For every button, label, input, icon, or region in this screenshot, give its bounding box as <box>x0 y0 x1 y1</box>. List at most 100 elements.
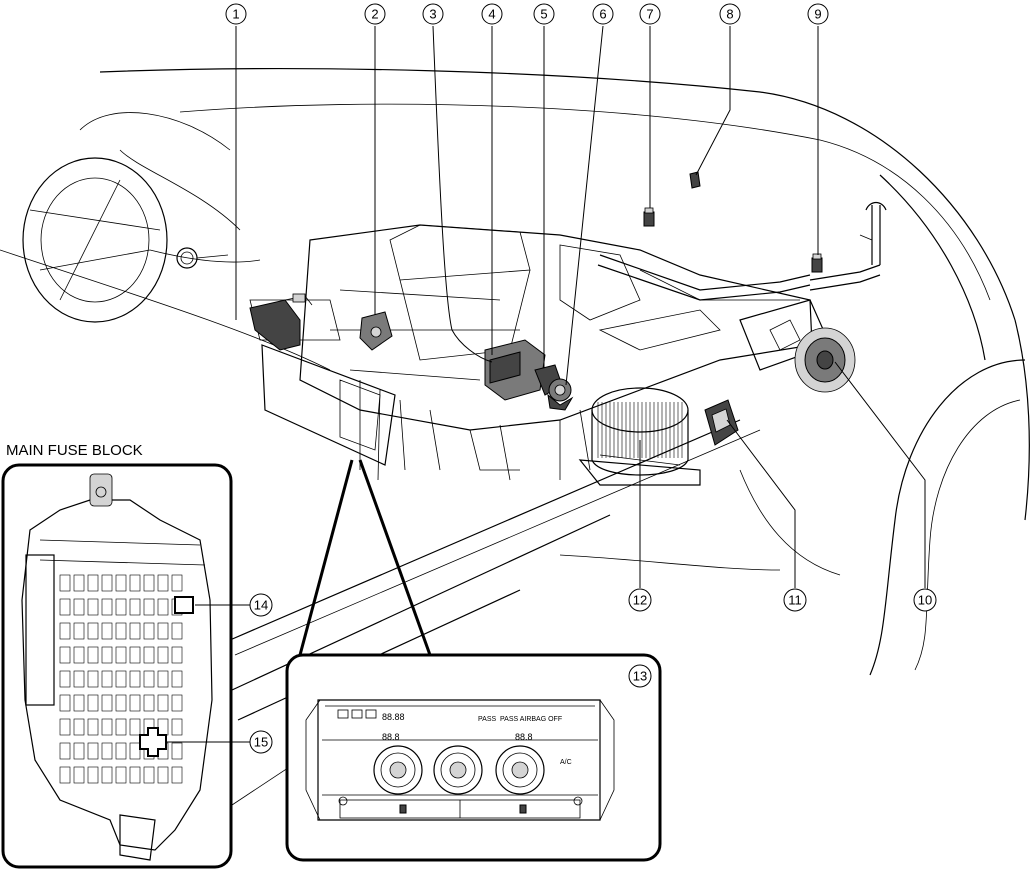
fuse-slot <box>73 694 85 712</box>
fuse-slot <box>101 574 113 592</box>
callout-7-label: 7 <box>646 7 653 22</box>
fuse-slot <box>115 694 127 712</box>
fuse-slot <box>101 646 113 664</box>
fuse-slot <box>73 574 85 592</box>
temp-knob-right <box>495 745 545 795</box>
fuse-slot <box>171 622 183 640</box>
fuse-slot <box>87 598 99 616</box>
fuse-slot <box>129 670 141 688</box>
fuse-slot <box>129 766 141 784</box>
component-2-air-mix-actuator <box>359 311 393 351</box>
callout-15-label: 15 <box>254 735 268 750</box>
fuse-slot <box>101 742 113 760</box>
callout-12-label: 12 <box>633 593 647 608</box>
callout-13-label: 13 <box>633 669 647 684</box>
fuse-slot <box>157 766 169 784</box>
steering-wheel <box>22 112 261 323</box>
fuse-slot <box>143 766 155 784</box>
callout-6: 6 <box>592 3 614 25</box>
fuse-slot <box>143 598 155 616</box>
fuse-slot <box>115 574 127 592</box>
fuse-slot <box>143 694 155 712</box>
fuse-slot <box>115 598 127 616</box>
relay-15 <box>139 727 167 757</box>
fuse-slot <box>87 766 99 784</box>
callout-11-label: 11 <box>788 593 802 608</box>
component-3-wire <box>451 329 493 363</box>
callout-5-label: 5 <box>540 7 547 22</box>
fuse-slot <box>59 574 71 592</box>
fuse-slot <box>115 670 127 688</box>
fuse-slot <box>101 622 113 640</box>
callout-8: 8 <box>719 3 741 25</box>
fuse-slot <box>101 718 113 736</box>
fuse-slot <box>171 694 183 712</box>
fuse-slot <box>129 598 141 616</box>
inset-title: MAIN FUSE BLOCK <box>6 442 143 459</box>
relay-14 <box>174 596 194 614</box>
callout-12: 12 <box>628 588 652 612</box>
temp-knob-left <box>373 745 423 795</box>
fuse-slot <box>115 622 127 640</box>
callout-10-label: 10 <box>918 593 932 608</box>
fuse-slot <box>73 646 85 664</box>
fuse-slot <box>157 694 169 712</box>
callout-3-label: 3 <box>429 7 436 22</box>
fuse-slot <box>101 670 113 688</box>
callout-leaders <box>166 25 926 743</box>
fuse-slot <box>87 718 99 736</box>
callout-1: 1 <box>225 3 247 25</box>
callout-9-label: 9 <box>814 7 821 22</box>
fuse-slot <box>129 694 141 712</box>
callout-2: 2 <box>364 3 386 25</box>
component-7-sunload-sensor <box>643 207 655 227</box>
panel-temp-left: 88.8 <box>382 732 400 742</box>
fuse-slot <box>115 718 127 736</box>
fan-knob-center <box>433 745 483 795</box>
component-4-actuator <box>484 339 546 401</box>
fuse-slot <box>101 598 113 616</box>
fuse-slot <box>87 694 99 712</box>
fuse-slot <box>157 718 169 736</box>
fuse-slot <box>129 718 141 736</box>
fuse-slot <box>143 622 155 640</box>
fuse-slot <box>59 742 71 760</box>
fuse-slot <box>143 574 155 592</box>
fuse-slot <box>171 646 183 664</box>
fuse-slot <box>73 598 85 616</box>
fuse-slot <box>157 574 169 592</box>
fuse-slot <box>87 622 99 640</box>
panel-center-display: 88.88 <box>382 712 405 722</box>
callout-3: 3 <box>422 3 444 25</box>
fuse-slot <box>129 646 141 664</box>
component-1-mode-actuator <box>249 293 313 351</box>
fuse-slot <box>171 718 183 736</box>
callout-7: 7 <box>639 3 661 25</box>
callout-2-label: 2 <box>371 7 378 22</box>
fuse-slot <box>129 622 141 640</box>
fuse-slot <box>157 670 169 688</box>
fuse-slot <box>87 574 99 592</box>
fuse-slot <box>87 670 99 688</box>
fuse-slot <box>59 670 71 688</box>
fuse-slot <box>73 742 85 760</box>
fuse-slot <box>171 742 183 760</box>
fuse-slot <box>157 622 169 640</box>
fuse-slot <box>59 694 71 712</box>
fuse-slot <box>157 598 169 616</box>
callout-4: 4 <box>481 3 503 25</box>
fuse-slot <box>87 742 99 760</box>
fuse-slot <box>101 694 113 712</box>
panel-airbag-label: PASS AIRBAG OFF <box>500 716 562 723</box>
fuse-slot <box>87 646 99 664</box>
callout-9: 9 <box>807 3 829 25</box>
fuse-slot <box>129 742 141 760</box>
fuse-slot <box>73 670 85 688</box>
callout-5: 5 <box>533 3 555 25</box>
panel-pass-label: PASS <box>478 716 496 723</box>
component-11-power-mosfet <box>704 399 739 446</box>
fuse-slot <box>171 766 183 784</box>
component-6-intake-actuator <box>547 378 574 411</box>
fuse-slot <box>129 574 141 592</box>
